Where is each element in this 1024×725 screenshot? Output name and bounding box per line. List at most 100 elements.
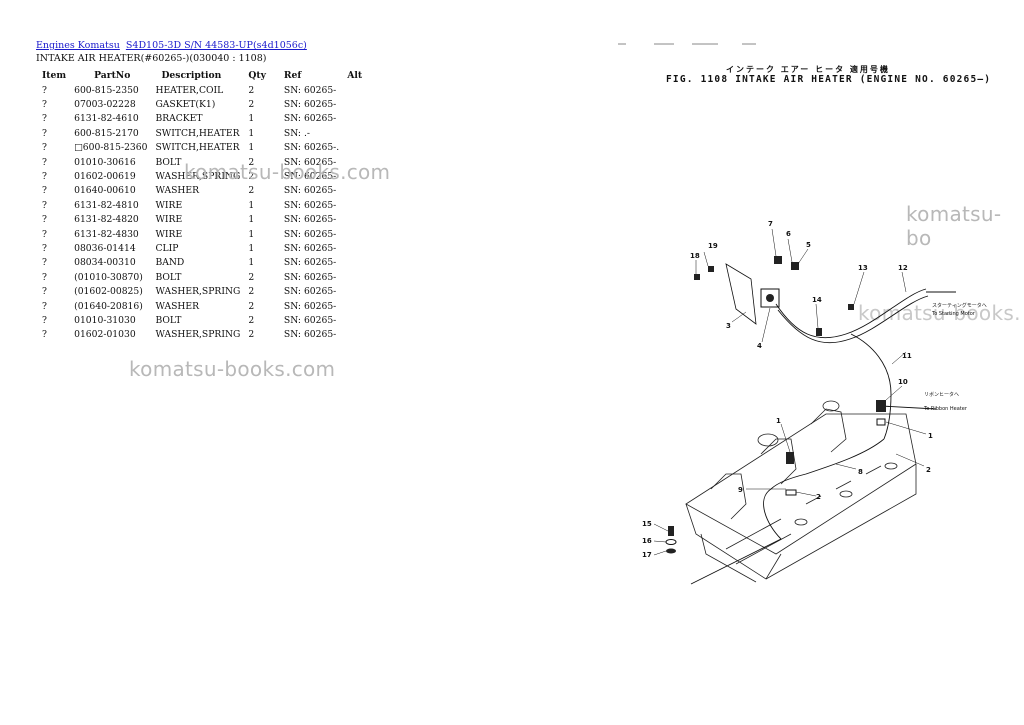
col-ref: Ref	[283, 70, 302, 81]
cell-ref: SN: .-	[283, 127, 310, 139]
cell-ref: SN: 60265-	[283, 185, 337, 197]
cell-alt	[343, 241, 366, 255]
note-ribbon-heater-jp: リボンヒータへ	[924, 391, 959, 398]
cell-ref: SN: 60265-	[283, 329, 337, 341]
cell-qty: 2	[248, 300, 255, 312]
cell-alt	[343, 284, 366, 298]
cell-description: CLIP	[155, 242, 179, 254]
cell-item: ?	[42, 171, 47, 183]
cell-partno: 07003-02228	[74, 99, 136, 111]
cell-partno: 600-815-2170	[74, 127, 139, 139]
callout-label: 1	[776, 417, 781, 425]
cell-qty: 2	[248, 99, 255, 111]
cell-qty: 1	[248, 199, 255, 211]
callout-label: 12	[898, 264, 908, 272]
cell-alt	[343, 328, 366, 342]
callout-label: 6	[786, 230, 791, 238]
cell-description: WASHER,SPRING	[155, 171, 241, 183]
table-header-row: Item PartNo Description Qty Ref Alt	[36, 68, 366, 83]
cell-item: ?	[42, 286, 47, 298]
cell-item: ?	[42, 329, 47, 341]
breadcrumb-link-engines[interactable]: Engines Komatsu	[36, 40, 120, 51]
cell-ref: SN: 60265-	[283, 257, 337, 269]
cell-partno: 01602-01030	[74, 329, 136, 341]
cell-description: BOLT	[155, 271, 182, 283]
cell-description: WIRE	[155, 214, 183, 226]
cell-ref: SN: 60265-	[283, 199, 337, 211]
cell-description: BOLT	[155, 156, 182, 168]
cell-ref: SN: 60265-	[283, 228, 337, 240]
cell-item: ?	[42, 314, 47, 326]
callout-label: 14	[812, 296, 822, 304]
col-description: Description	[161, 70, 222, 81]
callout-labels: 19 18 7 6 5 13 12 14 3 4 11 10 1 2 1 8 9…	[642, 220, 933, 559]
parts-table: Item PartNo Description Qty Ref Alt ?600…	[36, 68, 366, 342]
cell-ref: SN: 60265-	[283, 286, 337, 298]
cell-description: HEATER,COIL	[155, 84, 224, 96]
cell-ref: SN: 60265-	[283, 242, 337, 254]
cell-qty: 2	[248, 314, 255, 326]
cell-qty: 1	[248, 113, 255, 125]
cell-description: WASHER	[155, 185, 200, 197]
cell-ref: SN: 60265-	[283, 300, 337, 312]
cell-ref: SN: 60265-	[283, 271, 337, 283]
cell-description: BAND	[155, 257, 185, 269]
wire-harness	[690, 288, 956, 585]
breadcrumb-link-model[interactable]: S4D105-3D S/N 44583-UP(s4d1056c)	[125, 40, 307, 51]
cell-alt	[343, 299, 366, 313]
callout-label: 4	[757, 342, 762, 350]
page-title: INTAKE AIR HEATER(#60265-)(030040 : 1108…	[36, 53, 267, 64]
cell-ref: SN: 60265-	[283, 171, 337, 183]
cell-description: BOLT	[155, 314, 182, 326]
callout-label: 17	[642, 551, 652, 559]
callout-label: 18	[690, 252, 700, 260]
cell-description: SWITCH,HEATER	[155, 127, 240, 139]
cell-partno: 6131-82-4810	[74, 199, 139, 211]
cell-ref: SN: 60265-	[283, 214, 337, 226]
callout-label: 2	[816, 493, 821, 501]
cell-description: WASHER,SPRING	[155, 329, 241, 341]
cell-partno: 01010-30616	[74, 156, 136, 168]
cell-item: ?	[42, 142, 47, 154]
cell-qty: 1	[248, 257, 255, 269]
cell-qty: 2	[248, 286, 255, 298]
destination-notes: スターティングモータへ To Starting Motor リボンヒータへ To…	[923, 302, 987, 412]
callout-label: 16	[642, 537, 652, 545]
cell-partno: 6131-82-4830	[74, 228, 139, 240]
cell-qty: 2	[248, 171, 255, 183]
col-item: Item	[42, 70, 67, 81]
callout-label: 5	[806, 241, 811, 249]
cell-description: WASHER,SPRING	[155, 286, 241, 298]
callout-label: 2	[926, 466, 931, 474]
cell-alt	[343, 141, 366, 155]
cell-item: ?	[42, 156, 47, 168]
cell-description: WIRE	[155, 228, 183, 240]
cell-item: ?	[42, 99, 47, 111]
cell-item: ?	[42, 242, 47, 254]
watermark: komatsu-books.com	[129, 357, 336, 381]
cell-qty: 2	[248, 156, 255, 168]
cell-alt	[343, 213, 366, 227]
note-starting-motor-jp: スターティングモータへ	[932, 302, 987, 309]
cell-qty: 2	[248, 185, 255, 197]
parts-diagram: インテーク エアー ヒータ 適用号機 FIG. 1108 INTAKE AIR …	[606, 34, 1024, 594]
cell-partno: 08036-01414	[74, 242, 136, 254]
cell-partno: 01010-31030	[74, 314, 136, 326]
cell-qty: 1	[248, 214, 255, 226]
figure-title: FIG. 1108 INTAKE AIR HEATER (ENGINE NO. …	[666, 74, 992, 85]
col-alt: Alt	[347, 70, 363, 81]
cell-partno: 6131-82-4820	[74, 214, 139, 226]
cell-qty: 1	[248, 228, 255, 240]
